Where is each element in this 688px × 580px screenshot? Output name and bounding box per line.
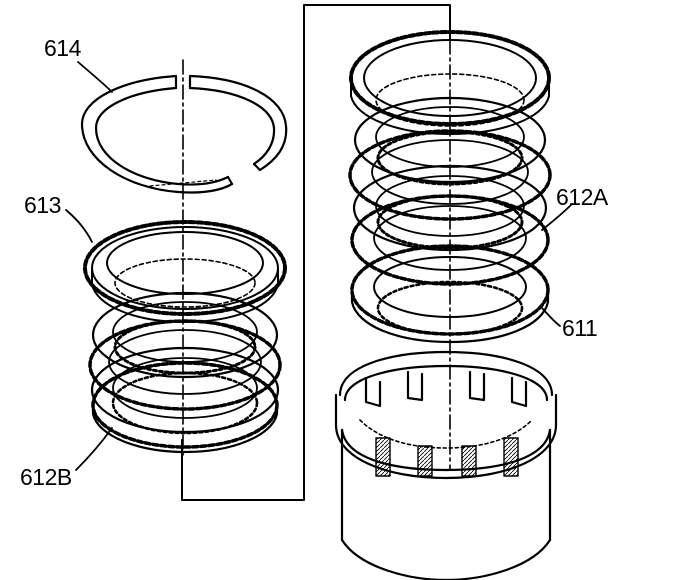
snap-ring-614 <box>80 74 288 194</box>
leader-613 <box>65 209 93 243</box>
plate-set-612b <box>88 291 282 454</box>
callout-613: 613 <box>24 192 61 218</box>
leader-611 <box>539 305 561 327</box>
callout-612b: 612B <box>20 464 72 490</box>
right-plate-stack <box>334 30 558 580</box>
callout-614: 614 <box>44 35 81 61</box>
connector-bracket <box>181 4 451 501</box>
callout-611: 611 <box>562 315 598 341</box>
clutch-housing-drum <box>334 350 558 580</box>
callout-612a: 612A <box>556 184 608 210</box>
pressure-plate-613 <box>83 220 287 323</box>
left-plate-stack <box>80 59 288 456</box>
leader-614 <box>77 61 113 93</box>
leader-612a <box>541 203 573 231</box>
leader-612b <box>75 427 113 471</box>
leader-lines <box>65 61 573 471</box>
